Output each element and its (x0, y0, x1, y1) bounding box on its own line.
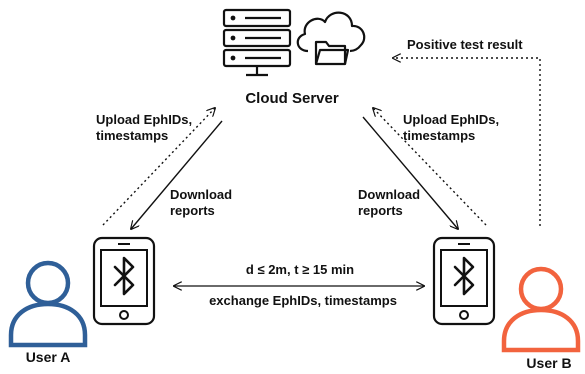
upload-label-a: Upload EphIDs, timestamps (96, 112, 196, 143)
user-icon-a (8, 260, 88, 348)
upload-arrow-a (102, 108, 215, 226)
positive-result-label: Positive test result (407, 37, 523, 52)
download-arrow-a (131, 120, 223, 229)
bluetooth-icon-a (113, 256, 135, 296)
user-icon-b (501, 266, 581, 353)
user-b-label: User B (526, 355, 571, 371)
positive-result-arrow (393, 58, 541, 226)
phone-icon-a (92, 236, 156, 326)
download-arrow-b (362, 116, 458, 229)
server-icon (222, 8, 292, 77)
exchange-condition: d ≤ 2m, t ≥ 15 min (246, 262, 354, 277)
phone-icon-b (432, 236, 496, 326)
cloud-folder-icon (296, 11, 366, 66)
user-a-label: User A (26, 349, 71, 365)
exchange-label: exchange EphIDs, timestamps (209, 293, 397, 308)
upload-arrow-b (373, 108, 487, 226)
download-label-b: Download reports (358, 187, 424, 218)
download-label-a: Download reports (170, 187, 236, 218)
upload-label-b: Upload EphIDs, timestamps (403, 112, 503, 143)
server-label: Cloud Server (245, 90, 339, 107)
bluetooth-icon-b (453, 256, 475, 296)
